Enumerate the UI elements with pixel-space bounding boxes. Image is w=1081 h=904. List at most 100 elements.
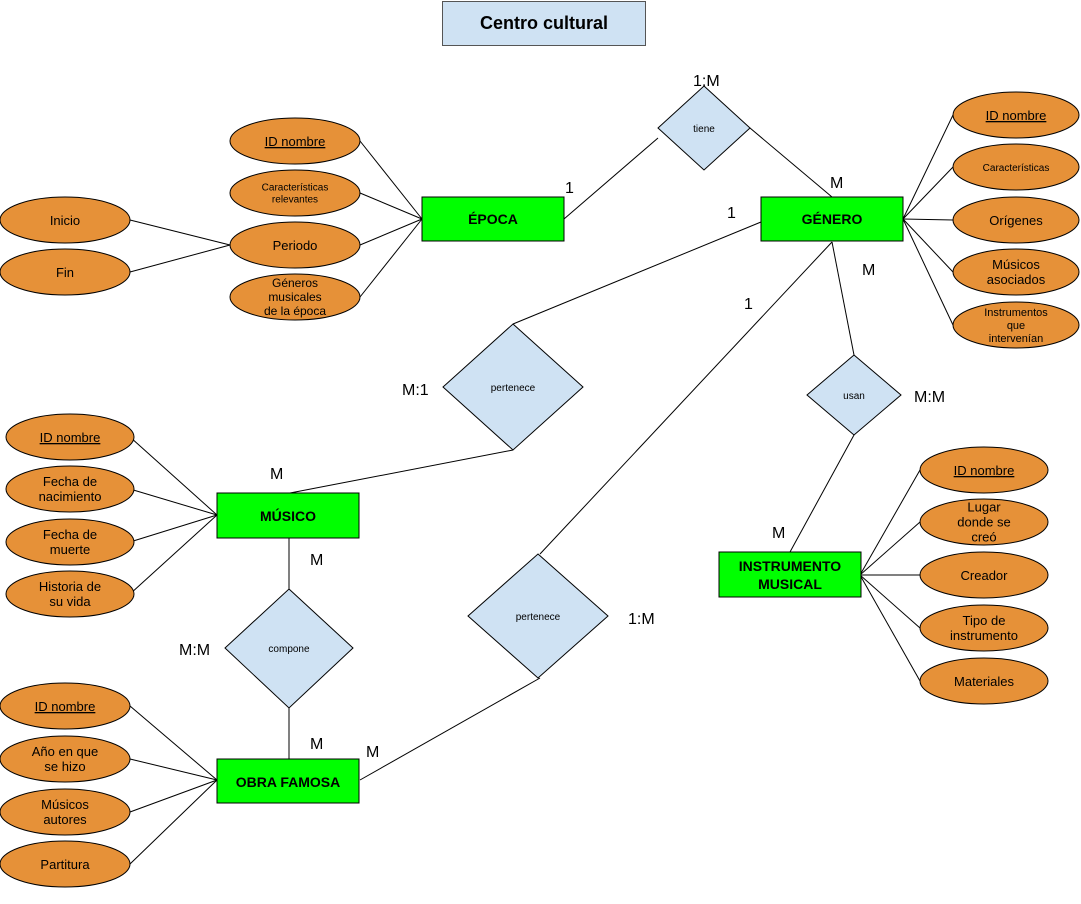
cardinality-label: M — [270, 466, 283, 483]
svg-text:Creador: Creador — [961, 568, 1009, 583]
cardinality-label: M — [772, 525, 785, 542]
connector — [359, 140, 423, 220]
attribute-instrumento-materiales: Materiales — [919, 657, 1049, 705]
diagram-title: Centro cultural — [442, 1, 646, 46]
connector — [129, 514, 218, 595]
svg-text:ID nombre: ID nombre — [986, 108, 1047, 123]
cardinality-label: 1:M — [693, 73, 720, 90]
connector — [359, 677, 541, 781]
connector — [129, 758, 218, 781]
svg-text:Características: Características — [983, 163, 1050, 174]
svg-text:MÚSICO: MÚSICO — [260, 507, 316, 524]
relationship-usan: usan — [806, 354, 902, 436]
svg-text:Partitura: Partitura — [40, 857, 90, 872]
relationship-pertenece-musico: pertenece — [442, 323, 584, 451]
attribute-periodo-inicio: Inicio — [0, 196, 131, 244]
connector — [129, 219, 231, 246]
svg-text:ID nombre: ID nombre — [265, 134, 326, 149]
cardinality-label: M:1 — [402, 382, 429, 399]
connector — [831, 241, 855, 356]
svg-text:ID nombre: ID nombre — [40, 430, 101, 445]
connector — [859, 469, 921, 576]
attribute-instrumento-id: ID nombre — [919, 446, 1049, 494]
attribute-periodo-fin: Fin — [0, 248, 131, 296]
connector — [359, 192, 423, 220]
attribute-genero-id: ID nombre — [952, 91, 1080, 139]
connector — [129, 779, 218, 813]
cardinality-label: M — [862, 262, 875, 279]
connector — [129, 514, 218, 543]
svg-text:tiene: tiene — [693, 124, 715, 135]
cardinality-label: 1:M — [628, 611, 655, 628]
connector — [902, 218, 954, 273]
connector — [289, 449, 514, 494]
svg-text:OBRA FAMOSA: OBRA FAMOSA — [236, 774, 340, 790]
cardinality-label: M — [310, 736, 323, 753]
connector — [902, 218, 954, 326]
svg-text:Materiales: Materiales — [954, 674, 1014, 689]
connector — [359, 218, 423, 298]
entity-musico: MÚSICO — [216, 492, 360, 539]
connector — [902, 218, 954, 221]
cardinality-label: M — [366, 744, 379, 761]
attribute-obra-id: ID nombre — [0, 682, 131, 730]
connector — [859, 521, 921, 576]
connector — [789, 434, 855, 553]
cardinality-label: 1 — [727, 205, 736, 222]
connector — [539, 241, 833, 555]
attribute-instrumento-creador: Creador — [919, 551, 1049, 599]
cardinality-label: M — [310, 552, 323, 569]
attribute-genero-origenes: Orígenes — [952, 196, 1080, 244]
cardinality-label: M — [830, 175, 843, 192]
attribute-epoca-periodo: Periodo — [229, 221, 361, 269]
connector — [902, 166, 954, 220]
entity-epoca: ÉPOCA — [421, 196, 565, 242]
connector — [129, 436, 218, 516]
svg-text:pertenece: pertenece — [491, 383, 536, 394]
svg-text:ID nombre: ID nombre — [35, 699, 96, 714]
connector — [902, 114, 954, 220]
cardinality-label: M:M — [914, 389, 945, 406]
cardinality-label: M:M — [179, 642, 210, 659]
svg-text:Inicio: Inicio — [50, 213, 80, 228]
svg-text:compone: compone — [268, 644, 310, 655]
connector — [129, 779, 218, 865]
svg-text:Orígenes: Orígenes — [989, 213, 1043, 228]
connector — [563, 137, 659, 220]
cardinality-label: 1 — [565, 180, 574, 197]
connector — [129, 244, 231, 273]
svg-text:Periodo: Periodo — [273, 238, 318, 253]
relationship-tiene: tiene — [657, 85, 751, 171]
attribute-epoca-id: ID nombre — [229, 117, 361, 165]
svg-text:Fin: Fin — [56, 265, 74, 280]
svg-text:usan: usan — [843, 391, 865, 402]
relationship-compone: compone — [224, 588, 354, 709]
connector — [749, 127, 833, 198]
entity-genero: GÉNERO — [760, 196, 904, 242]
